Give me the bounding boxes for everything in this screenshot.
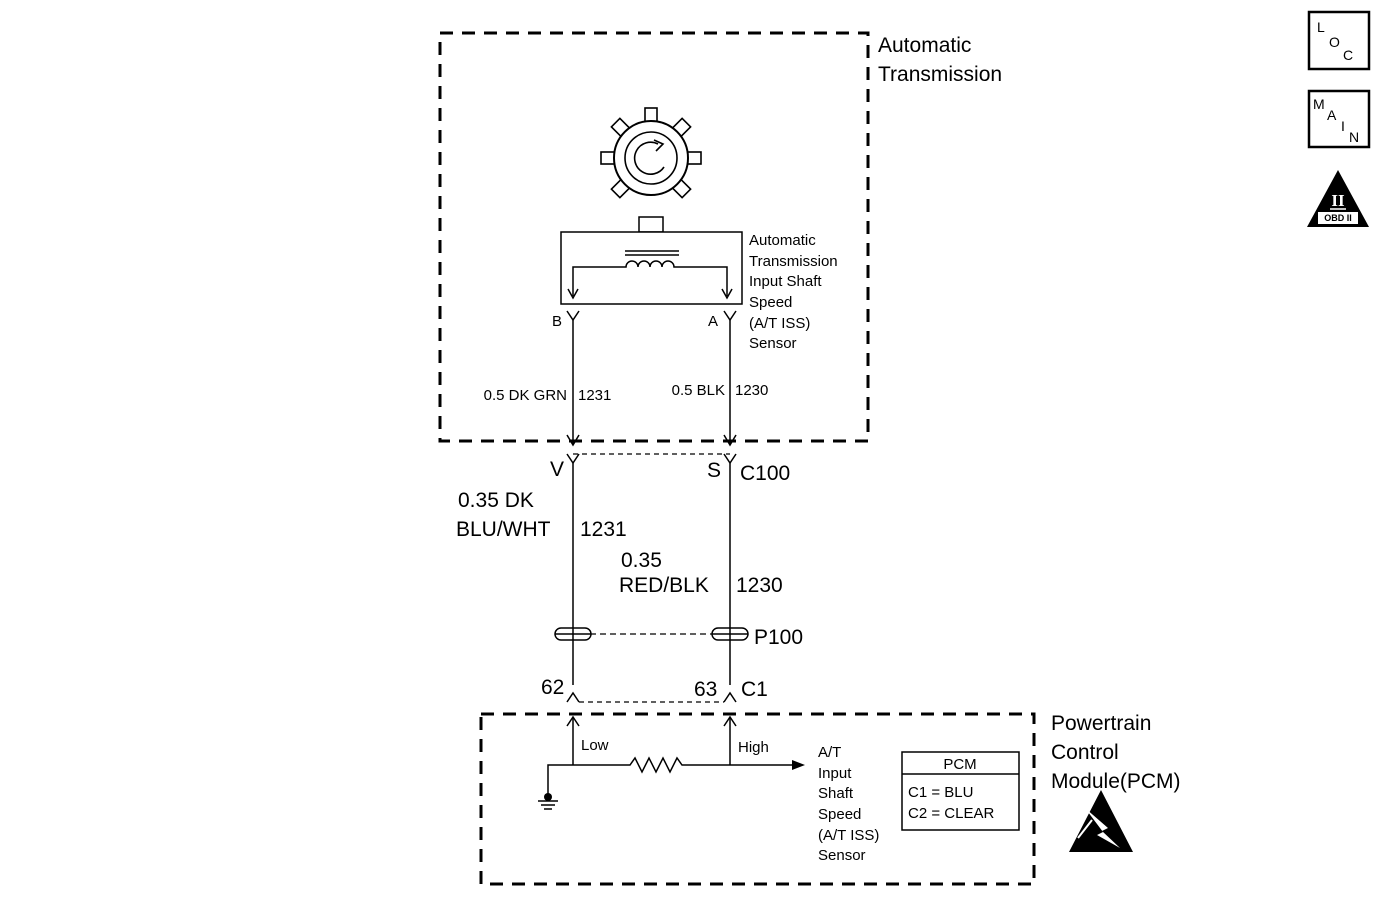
wire-1230-lower-label-line1: 0.35 <box>621 549 662 572</box>
sensor-pin-a: A <box>708 313 718 330</box>
c100-pin-s: S <box>707 459 721 482</box>
wire-1230-lower-label-line2: RED/BLK <box>619 574 709 597</box>
c100-name: C100 <box>740 462 790 485</box>
wire-1231-lower-label-line2: BLU/WHT <box>456 518 551 541</box>
wire-1231-upper-circuit: 1231 <box>578 387 611 404</box>
sensor-pin-a-terminal <box>723 310 737 322</box>
pcm-input-label-line2: Input <box>818 765 852 782</box>
sensor-label-line2: Transmission <box>749 253 838 270</box>
pcm-title-line3: Module(PCM) <box>1051 770 1181 793</box>
wire-1231-lower-label-line1: 0.35 DK <box>458 489 534 512</box>
sensor-label-line4: Speed <box>749 294 792 311</box>
sensor-pin-b: B <box>552 313 562 330</box>
c1-name: C1 <box>741 678 768 701</box>
transmission-title-line2: Transmission <box>878 63 1002 86</box>
pcm-input-label-line3: Shaft <box>818 785 854 802</box>
reluctor-wheel-icon <box>600 107 702 199</box>
sensor-pin-b-terminal <box>566 310 580 322</box>
main-icon-m: M <box>1313 96 1325 112</box>
sensor-label-line3: Input Shaft <box>749 273 822 290</box>
wire-1230-upper-circuit: 1230 <box>735 382 768 399</box>
obd-ii-numeral: II <box>1331 191 1345 210</box>
pcm-table-row1: C1 = BLU <box>908 784 973 801</box>
main-icon-i: I <box>1341 118 1345 134</box>
loc-icon-o: O <box>1329 34 1340 50</box>
wire-1231-lower-circuit: 1231 <box>580 518 627 541</box>
c1-pin-62: 62 <box>541 676 564 699</box>
loc-icon-c: C <box>1343 47 1353 63</box>
pcm-high-label: High <box>738 739 769 756</box>
pcm-signal-arrow-icon <box>792 760 805 770</box>
iss-sensor-body <box>560 216 743 305</box>
p100-splice-left-icon <box>554 627 592 641</box>
wire-1230-upper-label: 0.5 BLK <box>672 382 725 399</box>
pcm-input-label-line5: (A/T ISS) <box>818 827 879 844</box>
pcm-title-line2: Control <box>1051 741 1119 764</box>
pcm-input-label-line4: Speed <box>818 806 861 823</box>
main-icon[interactable]: M A I N <box>1307 89 1371 149</box>
pcm-table-row2: C2 = CLEAR <box>908 805 994 822</box>
p100-splice-right-icon <box>711 627 749 641</box>
pcm-connector-table <box>901 751 1020 831</box>
pcm-input-label-line1: A/T <box>818 744 841 761</box>
pcm-boundary <box>479 712 1036 886</box>
p100-name: P100 <box>754 626 803 649</box>
sensor-label-line6: Sensor <box>749 335 797 352</box>
pcm-title-line1: Powertrain <box>1051 712 1151 735</box>
obd-ii-icon[interactable]: II OBD II <box>1307 170 1369 227</box>
pcm-input-label-line6: Sensor <box>818 847 866 864</box>
pcm-table-header: PCM <box>943 756 976 773</box>
obd-ii-caption: OBD II <box>1324 213 1352 223</box>
c1-pin-63: 63 <box>694 678 717 701</box>
pcm-resistor-icon <box>547 756 796 795</box>
ground-icon <box>538 793 558 810</box>
loc-icon[interactable]: L O C <box>1307 10 1371 71</box>
esd-warning-icon <box>1069 790 1133 852</box>
sensor-label-line1: Automatic <box>749 232 816 249</box>
wire-1230-lower-circuit: 1230 <box>736 574 783 597</box>
pcm-low-label: Low <box>581 737 609 754</box>
wire-1231-upper-label: 0.5 DK GRN <box>484 387 567 404</box>
sensor-label-line5: (A/T ISS) <box>749 315 810 332</box>
main-icon-n: N <box>1349 129 1359 145</box>
loc-icon-l: L <box>1317 19 1325 35</box>
c100-pin-v: V <box>550 458 564 481</box>
main-icon-a: A <box>1327 107 1337 123</box>
transmission-title-line1: Automatic <box>878 34 971 57</box>
